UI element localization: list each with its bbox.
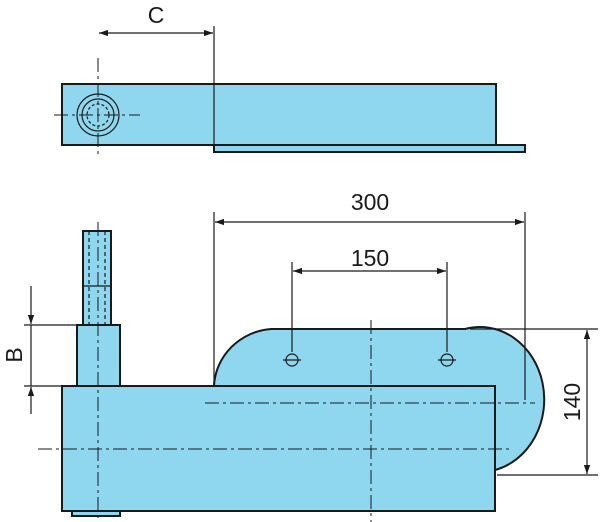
front-view-stud-thread — [82, 230, 112, 326]
hole-right — [438, 353, 456, 367]
top-view-base-plate — [213, 144, 526, 153]
dimension-label-150: 150 — [351, 245, 389, 271]
top-view: C — [54, 2, 526, 158]
dimension-300: 300 — [213, 189, 526, 400]
dimension-label-c: C — [148, 2, 165, 28]
top-view-body — [61, 83, 497, 146]
hole-left — [283, 353, 301, 367]
dimension-b: B — [1, 286, 80, 414]
dimension-label-300: 300 — [351, 189, 389, 215]
dimension-150: 150 — [291, 245, 448, 352]
front-view-rounded-plate — [212, 326, 546, 472]
dimension-label-b: B — [1, 347, 27, 362]
dimension-label-140: 140 — [559, 383, 585, 421]
front-view — [38, 222, 546, 522]
dimension-140: 140 — [470, 328, 598, 476]
